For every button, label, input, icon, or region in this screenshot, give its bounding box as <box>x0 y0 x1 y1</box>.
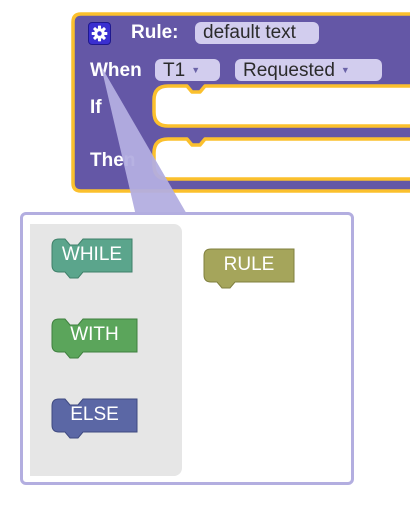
event-value: Requested <box>243 60 335 81</box>
event-dropdown[interactable]: Requested ▼ <box>235 59 382 81</box>
rule-container-block-shape <box>203 248 295 289</box>
else-block-label: ELSE <box>70 404 119 425</box>
else-block-fill <box>51 398 138 439</box>
rule-block[interactable]: Rule: default text When T1 ▼ Requested ▼ I… <box>0 0 410 200</box>
rule-container-block[interactable]: RULE <box>203 248 295 290</box>
when-label: When <box>90 60 142 81</box>
trigger-value: T1 <box>163 60 186 81</box>
if-label: If <box>90 97 102 118</box>
while-block-shape <box>51 238 133 279</box>
with-block-shape <box>51 318 138 359</box>
rule-name-value: default text <box>203 22 296 43</box>
then-label: Then <box>90 150 136 171</box>
rule-title-label: Rule: <box>131 22 179 43</box>
rule-name-field[interactable]: default text <box>195 22 319 44</box>
while-block[interactable]: WHILE <box>51 238 133 280</box>
chevron-down-icon: ▼ <box>191 65 201 75</box>
else-block[interactable]: ELSE <box>51 398 138 440</box>
then-statement-slot[interactable] <box>160 143 410 175</box>
else-block-shape <box>51 398 138 439</box>
gear-icon <box>91 25 108 42</box>
rule-container-block-fill <box>203 248 295 289</box>
trigger-dropdown[interactable]: T1 ▼ <box>155 59 220 81</box>
while-block-label: WHILE <box>61 244 123 265</box>
if-input-slot[interactable] <box>160 90 410 122</box>
rule-container-block-label: RULE <box>223 254 275 275</box>
with-block-label: WITH <box>70 324 119 345</box>
while-block-fill <box>51 238 133 279</box>
mutator-bubble: WHILE WITH ELSE RULE <box>20 212 354 485</box>
chevron-down-icon: ▼ <box>340 65 350 75</box>
settings-button[interactable] <box>88 22 111 45</box>
with-block-fill <box>51 318 138 359</box>
with-block[interactable]: WITH <box>51 318 138 360</box>
